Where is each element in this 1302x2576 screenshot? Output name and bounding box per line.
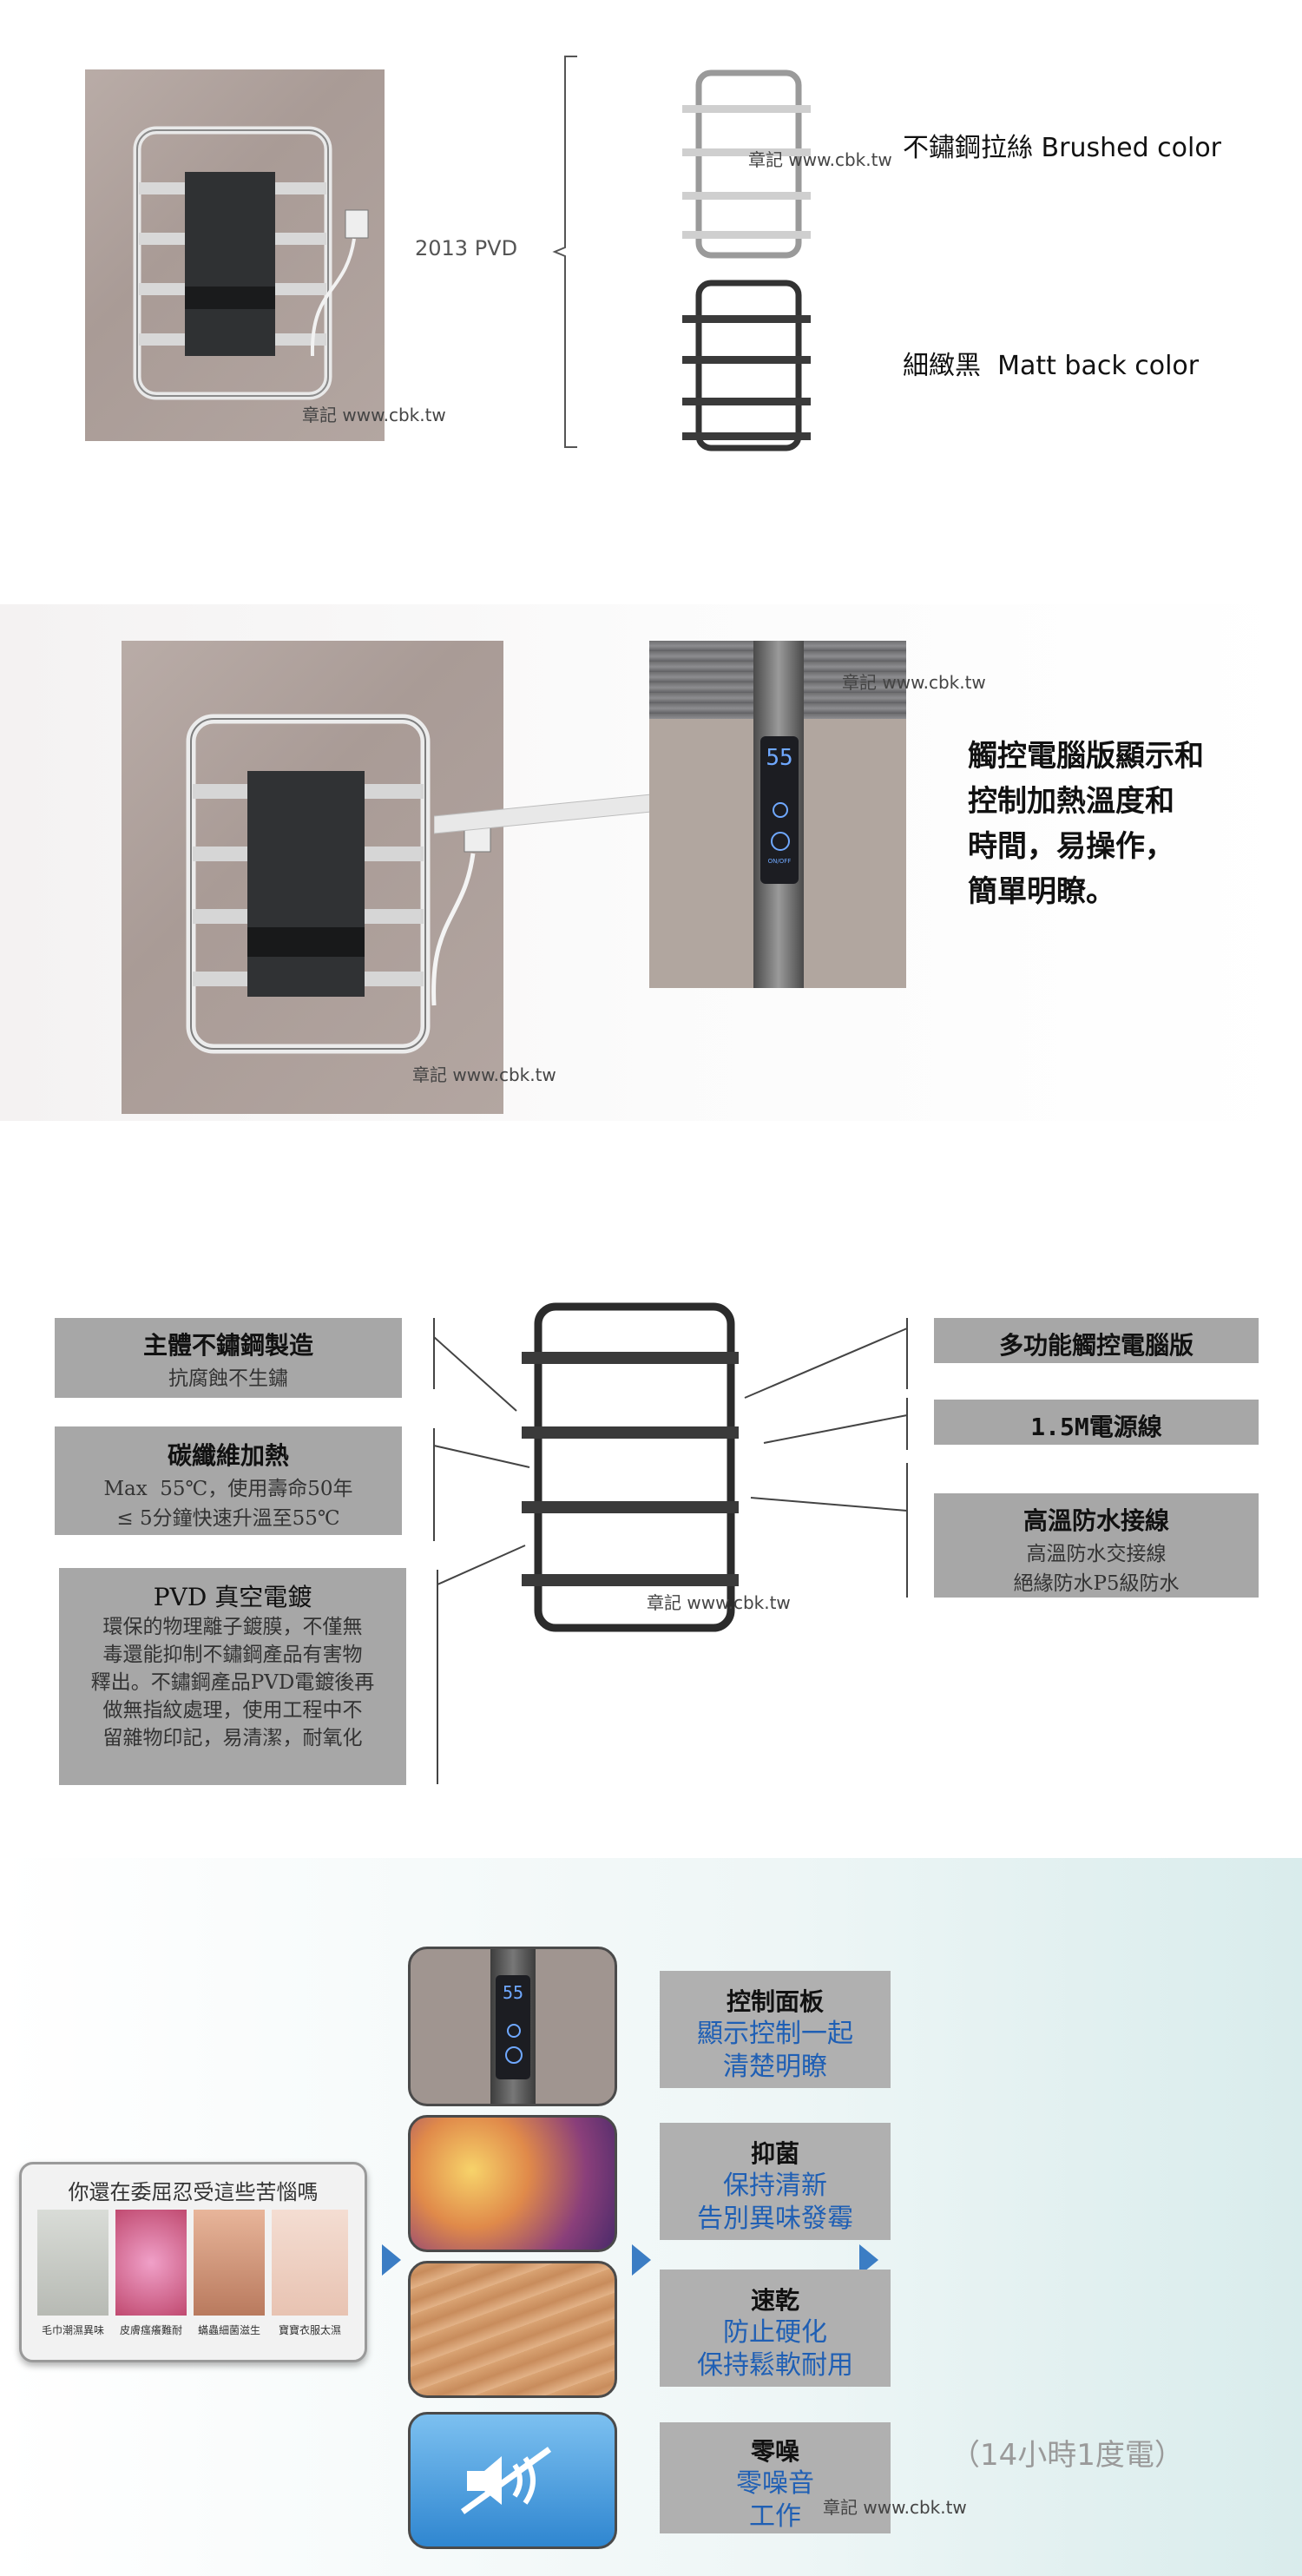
problem-caption: 皮膚瘙癢難耐 [119, 2324, 182, 2336]
section1-product-photo [85, 69, 385, 441]
tile-bacteria [408, 2115, 617, 2252]
clock-icon[interactable] [771, 832, 790, 851]
callout-lines [433, 1318, 908, 1784]
problem-caption: 毛巾潮濕異味 [41, 2324, 104, 2336]
spec-line: 毒還能抑制不鏽鋼產品有害物 [102, 1644, 363, 1666]
problem-caption: 寶寶衣服太濕 [278, 2324, 341, 2336]
spec-title: 多功能觸控電腦版 [998, 1331, 1194, 1360]
feature-line: 工作 [749, 2501, 801, 2532]
feature-title: 速乾 [750, 2286, 799, 2315]
spec-box-touch-panel: 多功能觸控電腦版 [934, 1318, 1259, 1363]
bracket [552, 56, 577, 448]
spec-box-pvd: PVD 真空電鍍 環保的物理離子鍍膜，不僅無 毒還能抑制不鏽鋼產品有害物 釋出。… [59, 1568, 406, 1785]
towel-rack-illustration [133, 126, 369, 400]
description-line: 時間，易操作， [968, 829, 1174, 864]
brushed-rack-image [682, 69, 811, 259]
section2-product-photo [122, 641, 503, 1114]
arrow-right-icon [382, 2244, 401, 2276]
feature-line: 告別異味發霉 [697, 2204, 853, 2234]
spec-title: 1.5M電源線 [1030, 1413, 1162, 1441]
control-description: 觸控電腦版顯示和 控制加熱溫度和 時間，易操作， 簡單明瞭。 [968, 734, 1204, 914]
problem-photo-itchy-skin [115, 2210, 187, 2316]
problem-caption: 蟎蟲細菌滋生 [197, 2324, 260, 2336]
power-consumption-note: （14小時1度電） [950, 2438, 1184, 2473]
power-icon[interactable] [773, 802, 788, 818]
watermark: 章記 www.cbk.tw [412, 1064, 556, 1085]
black-rack-image [522, 1302, 739, 1632]
feature-box-quick-dry: 速乾 防止硬化 保持鬆軟耐用 [660, 2270, 891, 2387]
watermark: 章記 www.cbk.tw [748, 149, 892, 170]
watermark: 章記 www.cbk.tw [647, 1592, 791, 1613]
spec-line: 做無指紋處理，使用工程中不 [102, 1699, 363, 1722]
arrow-right-icon [632, 2244, 651, 2276]
touch-display: 55 [496, 1975, 530, 2079]
touch-display[interactable]: 55 ON/OFF [760, 736, 799, 884]
power-icon [507, 2024, 521, 2038]
feature-title: 控制面板 [726, 1987, 824, 2016]
matt-black-label: 細緻黑 Matt back color [903, 351, 1200, 381]
matt-black-rack-image [682, 280, 811, 451]
clock-icon [505, 2046, 523, 2064]
watermark: 章記 www.cbk.tw [842, 672, 986, 693]
feature-line: 顯示控制一起 [697, 2019, 853, 2049]
tile-silent [408, 2412, 617, 2549]
feature-line: 防止硬化 [723, 2317, 827, 2348]
tile-control-panel: 55 [408, 1947, 617, 2106]
panel-title: 你還在委屈忍受這些苦惱嗎 [68, 2180, 319, 2204]
spec-title: 碳纖維加熱 [167, 1441, 289, 1470]
mute-sound-icon [460, 2447, 552, 2514]
spec-box-carbon-fiber: 碳纖維加熱 Max 55℃，使用壽命50年 ≤ 5分鐘快速升溫至55℃ [55, 1426, 402, 1535]
spec-box-waterproof: 高溫防水接線 高溫防水交接線 絕緣防水P5級防水 [934, 1493, 1259, 1598]
feature-line: 保持鬆軟耐用 [697, 2350, 853, 2381]
on-off-label: ON/OFF [767, 858, 792, 865]
watermark: 章記 www.cbk.tw [823, 2497, 967, 2518]
tile-towel [408, 2261, 617, 2398]
spec-title: PVD 真空電鍍 [153, 1583, 312, 1611]
towel-rack-illustration [186, 714, 491, 1054]
spec-line: 環保的物理離子鍍膜，不僅無 [102, 1616, 363, 1638]
pvd-label: 2013 PVD [415, 236, 518, 260]
spec-box-stainless-body: 主體不鏽鋼製造 抗腐蝕不生鏽 [55, 1318, 402, 1398]
description-line: 觸控電腦版顯示和 [968, 739, 1204, 774]
problem-photo-wet-towel [37, 2210, 108, 2316]
spec-line: 高溫防水交接線 [1026, 1543, 1167, 1565]
feature-line: 清楚明瞭 [723, 2052, 827, 2082]
control-panel-closeup: 55 ON/OFF [649, 641, 906, 988]
feature-box-zero-noise: 零噪 零噪音 工作 [660, 2422, 891, 2533]
feature-title: 抑菌 [750, 2139, 799, 2168]
description-line: 簡單明瞭。 [968, 874, 1115, 909]
feature-line: 保持清新 [723, 2171, 827, 2201]
watermark: 章記 www.cbk.tw [302, 405, 446, 425]
spec-title: 主體不鏽鋼製造 [142, 1331, 313, 1360]
spec-box-power-cord: 1.5M電源線 [934, 1400, 1259, 1445]
spec-line: 絕緣防水P5級防水 [1013, 1572, 1180, 1595]
brushed-color-label: 不鏽鋼拉絲 Brushed color [903, 133, 1222, 163]
description-line: 控制加熱溫度和 [968, 784, 1174, 819]
feature-title: 零噪 [750, 2437, 799, 2466]
spec-line: 釋出。不鏽鋼產品PVD電鍍後再 [90, 1671, 375, 1694]
display-temperature: 55 [502, 1982, 524, 2003]
feature-line: 零噪音 [736, 2468, 814, 2499]
feature-box-control-panel: 控制面板 顯示控制一起 清楚明瞭 [660, 1971, 891, 2088]
spec-line: ≤ 5分鐘快速升溫至55℃ [116, 1507, 340, 1530]
problem-photo-mites [194, 2210, 265, 2316]
problem-photo-baby [272, 2210, 348, 2316]
problems-panel: 你還在委屈忍受這些苦惱嗎 毛巾潮濕異味 皮膚瘙癢難耐 蟎蟲細菌滋生 寶寶衣服太濕 [19, 2162, 367, 2362]
spec-line: Max 55℃，使用壽命50年 [103, 1478, 353, 1500]
feature-box-antibacterial: 抑菌 保持清新 告別異味發霉 [660, 2123, 891, 2240]
spec-title: 高溫防水接線 [1023, 1506, 1169, 1535]
arrow-right-icon [859, 2244, 878, 2276]
spec-line: 留雜物印記，易清潔，耐氧化 [102, 1727, 363, 1749]
spec-line: 抗腐蝕不生鏽 [168, 1367, 288, 1390]
display-temperature: 55 [766, 745, 793, 771]
